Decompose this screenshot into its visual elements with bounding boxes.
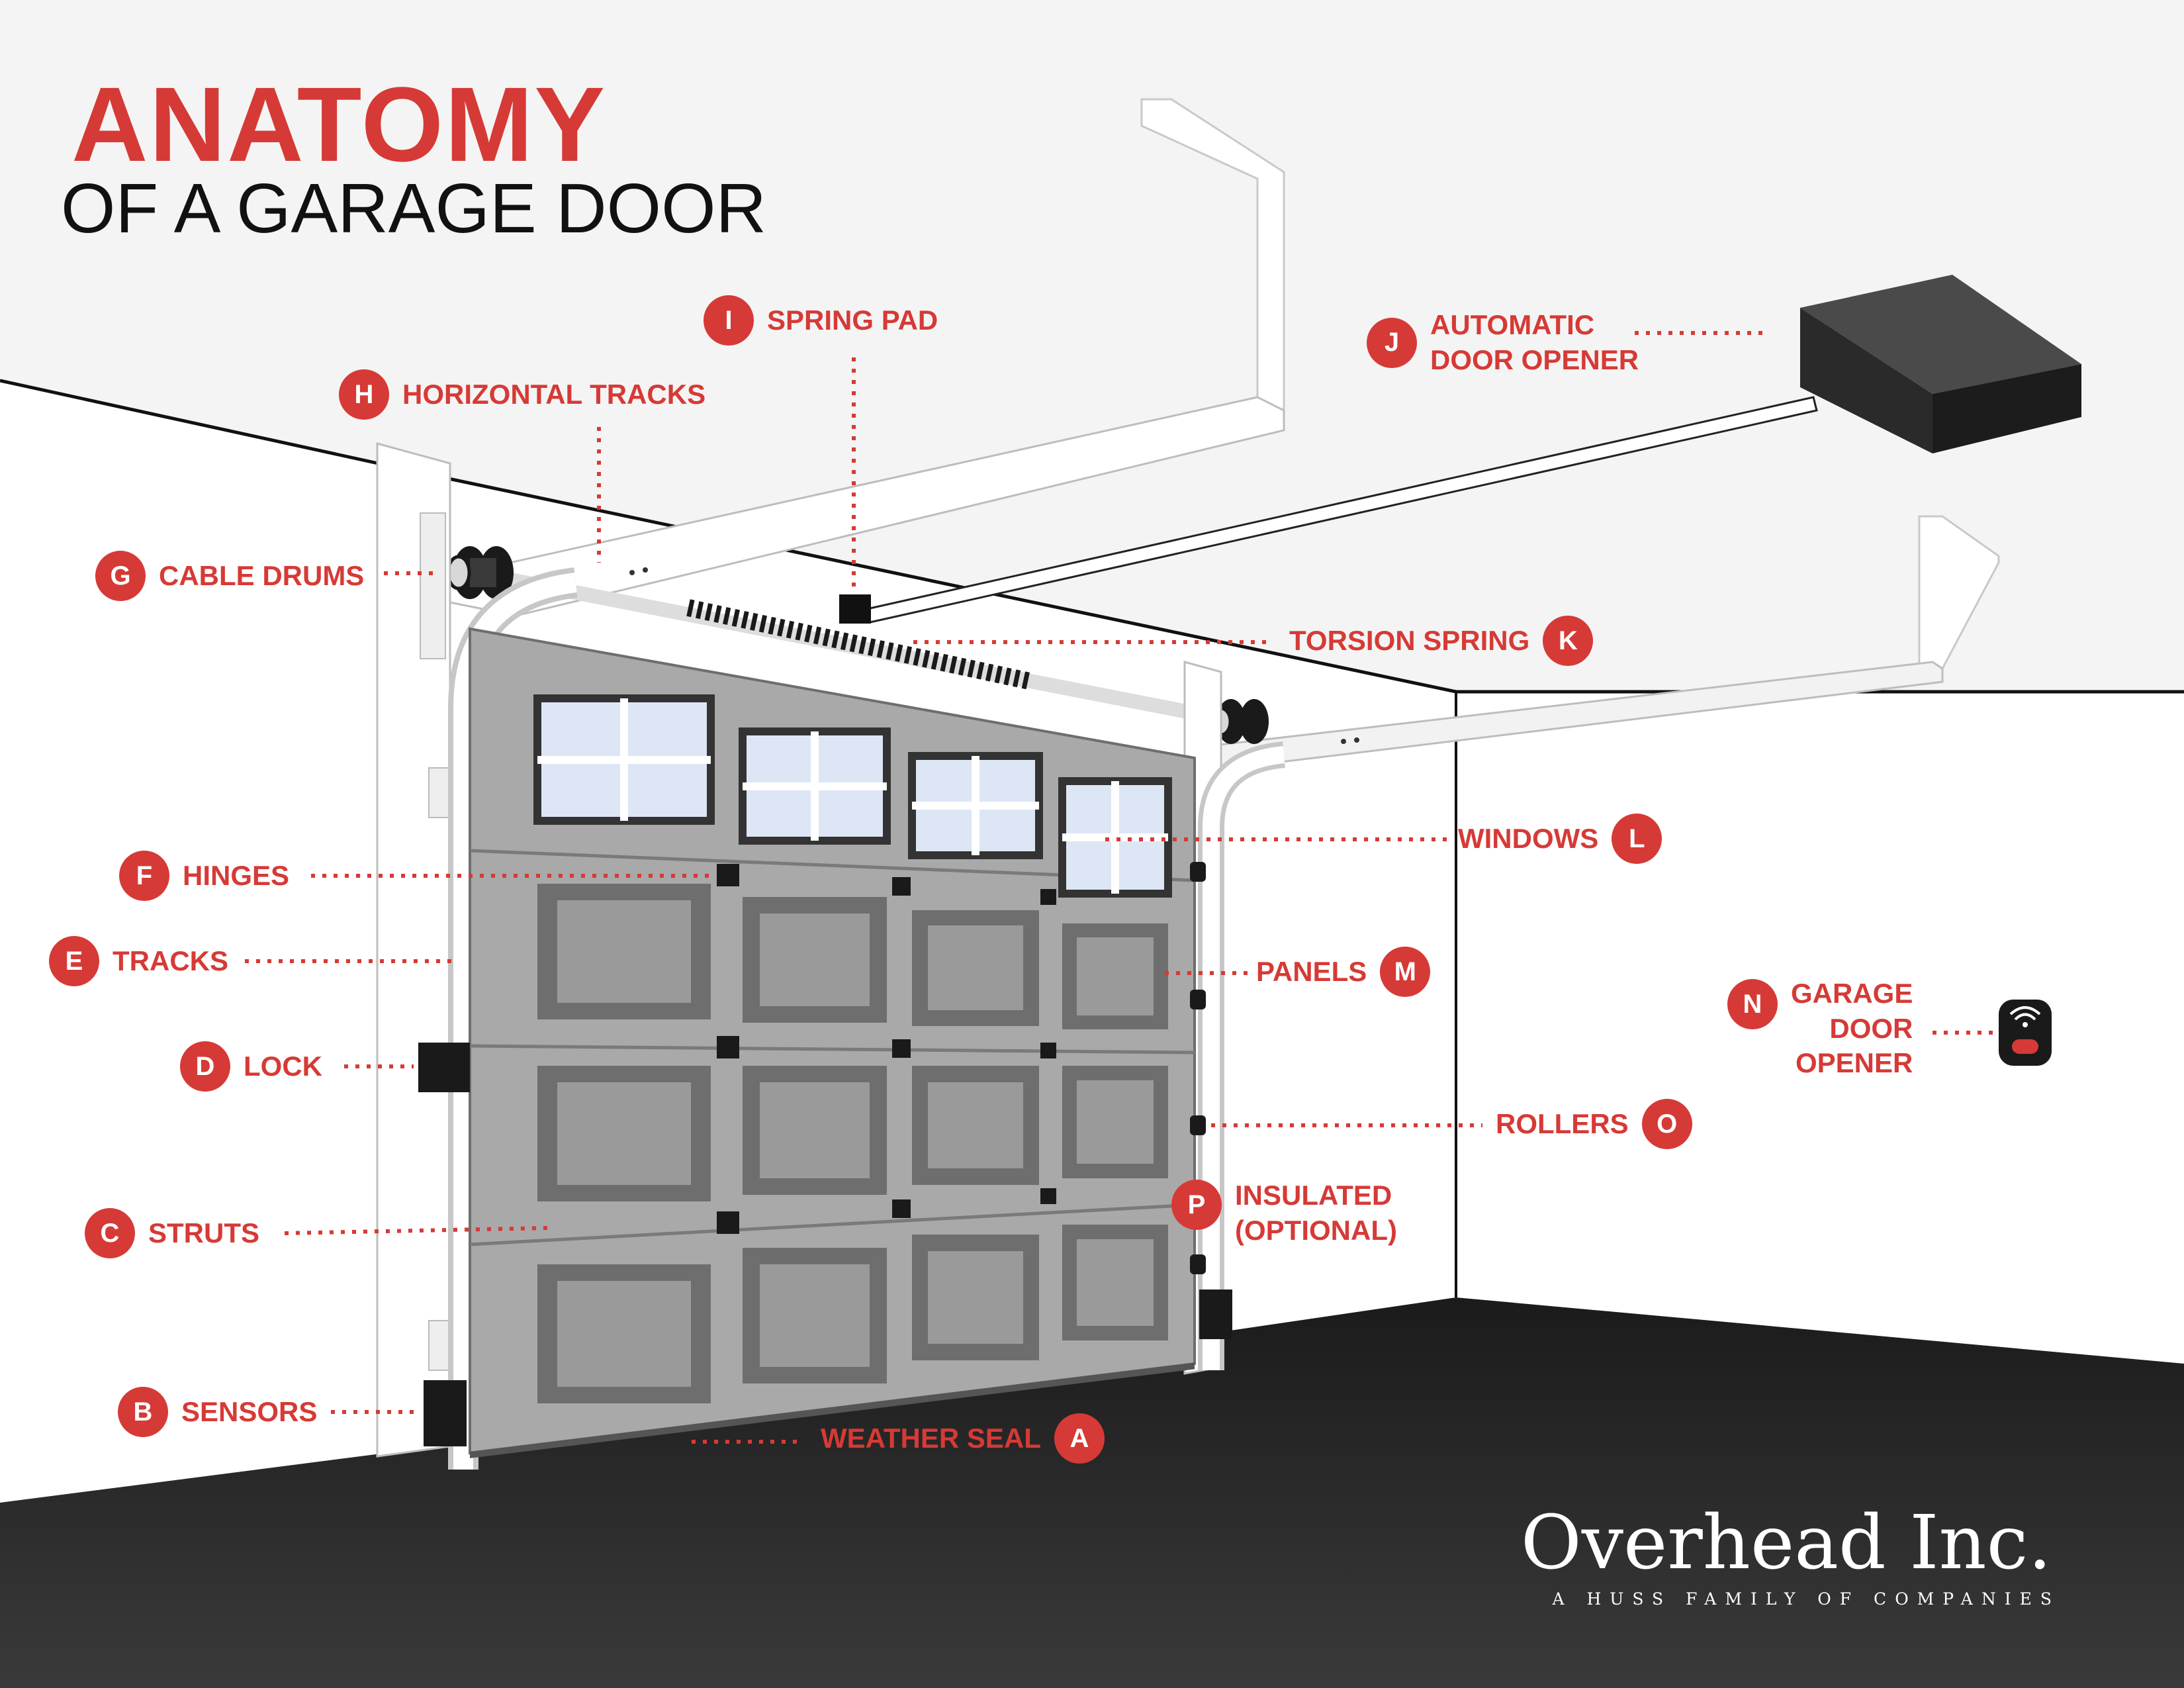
callout-panels: PANELS M xyxy=(1256,947,1431,997)
callout-badge: A xyxy=(1054,1413,1105,1464)
callout-badge: L xyxy=(1612,814,1662,864)
callout-label: WINDOWS xyxy=(1458,822,1599,854)
remote-control-icon xyxy=(1999,1000,2052,1066)
page-subtitle: OF A GARAGE DOOR xyxy=(61,169,767,248)
torsion-spring xyxy=(686,599,1034,690)
page-title: ANATOMY xyxy=(71,65,607,183)
callout-lock: D LOCK xyxy=(180,1041,322,1092)
opener-motor-top xyxy=(1800,275,2081,394)
callout-badge: I xyxy=(704,295,754,346)
callout-label: HINGES xyxy=(183,859,290,891)
callout-badge: H xyxy=(339,369,389,420)
callout-label: INSULATED (OPTIONAL) xyxy=(1235,1180,1397,1246)
door-bottom-seal xyxy=(470,1362,1195,1458)
callout-label: TORSION SPRING xyxy=(1289,624,1530,656)
ceiling xyxy=(0,0,2184,692)
callout-spring-pad: I SPRING PAD xyxy=(704,295,938,346)
callout-label: SENSORS xyxy=(181,1395,318,1427)
safety-sensor-right xyxy=(1199,1289,1232,1339)
floor xyxy=(0,1297,2184,1688)
callout-badge: M xyxy=(1380,947,1431,997)
callout-tracks: E TRACKS xyxy=(49,936,228,986)
callout-badge: D xyxy=(180,1041,230,1092)
callout-hinges: F HINGES xyxy=(119,851,289,901)
callout-badge: F xyxy=(119,851,169,901)
callout-rollers: ROLLERS O xyxy=(1496,1099,1692,1149)
callout-badge: E xyxy=(49,936,99,986)
callout-badge: J xyxy=(1367,317,1417,368)
callout-badge: O xyxy=(1641,1099,1692,1149)
track-bolt xyxy=(643,567,648,573)
vertical-track-right-face xyxy=(1203,746,1285,1370)
callout-struts: C STRUTS xyxy=(85,1208,259,1258)
callout-horizontal-tracks: H HORIZONTAL TRACKS xyxy=(339,369,705,420)
callout-weather-seal: WEATHER SEAL A xyxy=(821,1413,1105,1464)
callout-label: HORIZONTAL TRACKS xyxy=(402,378,706,410)
opener-motor-side xyxy=(1800,308,1933,453)
callout-garage-door-opener: N GARAGE DOOR OPENER xyxy=(1727,976,1913,1081)
callout-label: WEATHER SEAL xyxy=(821,1422,1041,1454)
door-windows xyxy=(533,694,1172,898)
brand-logo: Overhead Inc. A HUSS FAMILY OF COMPANIES xyxy=(1521,1506,2052,1609)
callout-torsion-spring: TORSION SPRING K xyxy=(1289,616,1594,666)
track-bolt xyxy=(1341,739,1346,744)
callout-automatic-door-opener: J AUTOMATIC DOOR OPENER xyxy=(1367,308,1639,377)
door-panel-insets xyxy=(557,900,1154,1387)
callout-windows: WINDOWS L xyxy=(1458,814,1662,864)
callout-label: LOCK xyxy=(244,1050,322,1082)
door-rollers xyxy=(1190,862,1206,1274)
callout-label: SPRING PAD xyxy=(767,304,938,336)
cable-drum-left xyxy=(446,546,514,599)
spring-pad-bracket xyxy=(839,594,871,624)
callout-badge: K xyxy=(1543,616,1594,666)
callout-label: GARAGE DOOR OPENER xyxy=(1791,978,1913,1078)
brand-tagline: A HUSS FAMILY OF COMPANIES xyxy=(1552,1589,2060,1609)
torsion-bar xyxy=(461,563,1233,727)
bracket-plate xyxy=(420,512,446,659)
callout-sensors: B SENSORS xyxy=(118,1387,317,1437)
callout-label: CABLE DRUMS xyxy=(159,559,365,591)
vertical-track-left-face xyxy=(453,573,577,1470)
safety-sensor-left xyxy=(424,1380,467,1446)
callout-label: ROLLERS xyxy=(1496,1107,1629,1139)
callout-badge: N xyxy=(1727,979,1778,1029)
callout-insulated: P INSULATED (OPTIONAL) xyxy=(1171,1178,1397,1248)
track-bolt xyxy=(629,570,635,575)
leader-lines xyxy=(245,331,1995,1444)
track-bolt xyxy=(1354,737,1359,743)
callout-label: TRACKS xyxy=(113,945,228,976)
opener-motor-front xyxy=(1933,364,2081,453)
callout-badge: P xyxy=(1171,1180,1222,1230)
callout-label: AUTOMATIC DOOR OPENER xyxy=(1430,309,1639,375)
callout-cable-drums: G CABLE DRUMS xyxy=(95,551,364,601)
callout-label: STRUTS xyxy=(148,1217,259,1248)
callout-label: PANELS xyxy=(1256,955,1367,987)
callout-badge: C xyxy=(85,1208,135,1258)
door-lock xyxy=(418,1043,470,1092)
callout-badge: B xyxy=(118,1387,168,1437)
door-hinges xyxy=(717,864,1056,1234)
callout-badge: G xyxy=(95,551,146,601)
brand-name: Overhead Inc. xyxy=(1520,1500,2052,1586)
